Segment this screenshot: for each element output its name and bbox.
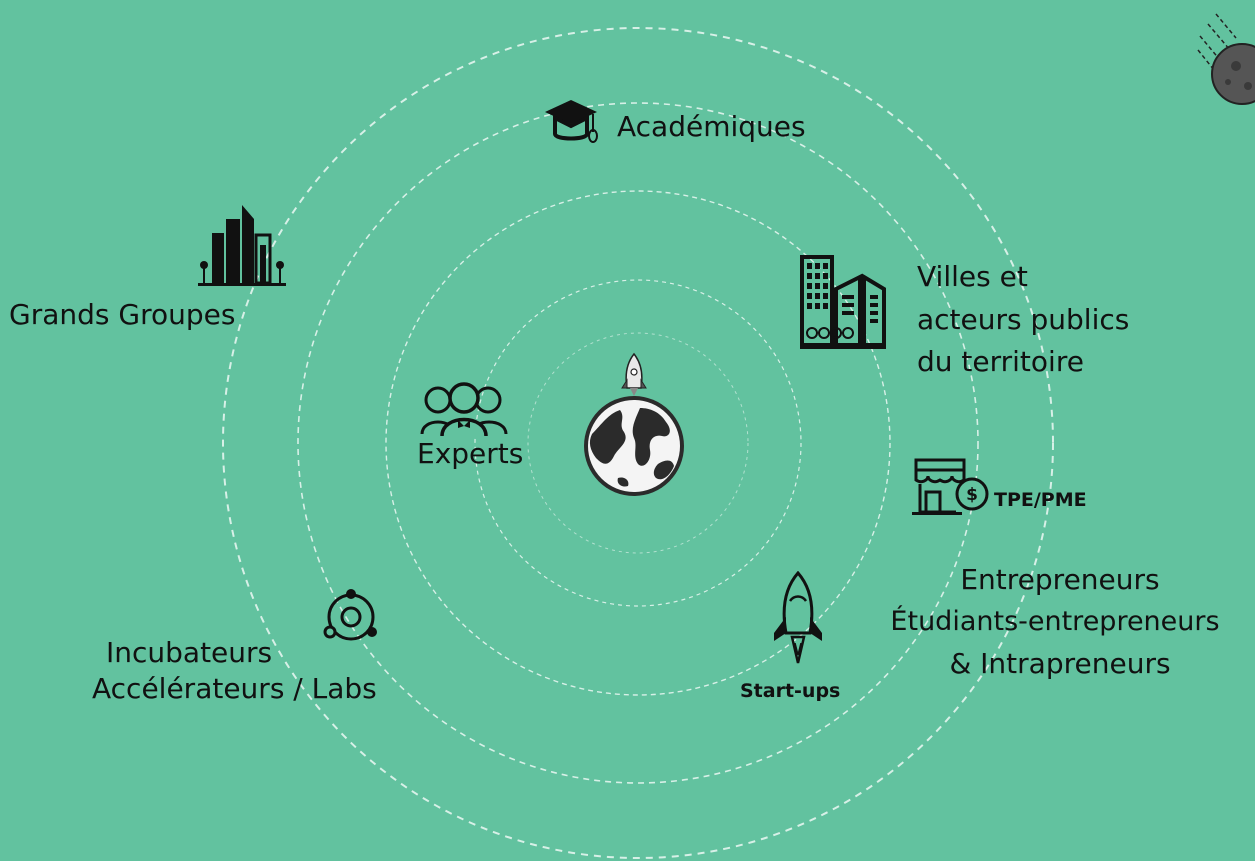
orbit-ring-1 — [527, 332, 749, 554]
skyscrapers-icon — [198, 205, 286, 286]
meteor-icon — [1197, 13, 1255, 105]
svg-text:$: $ — [966, 485, 978, 505]
orbit-ring-5 — [222, 27, 1054, 859]
label-entrepreneurs-line1: Entrepreneurs — [960, 563, 1160, 596]
globe-with-rocket-icon — [584, 352, 684, 496]
orbit-ring-3 — [385, 190, 891, 696]
label-grands-groupes: Grands Groupes — [9, 298, 236, 331]
label-villes-line2: acteurs publics — [917, 303, 1130, 336]
label-experts: Experts — [417, 437, 524, 470]
orbit-nodes-icon — [323, 589, 377, 641]
orbit-ring-4 — [297, 102, 979, 784]
label-incubateurs-line2: Accélérateurs / Labs — [92, 672, 377, 705]
rocket-icon — [774, 571, 822, 664]
graduation-cap-icon — [545, 100, 598, 143]
label-tpe-pme: TPE/PME — [994, 489, 1087, 511]
label-entrepreneurs-line2: Étudiants-entrepreneurs — [890, 606, 1220, 637]
label-villes-line3: du territoire — [917, 345, 1084, 378]
orbit-ring-2 — [474, 279, 802, 607]
label-villes-line1: Villes et — [917, 260, 1028, 293]
people-group-icon — [420, 382, 508, 437]
label-incubateurs-line1: Incubateurs — [106, 636, 273, 669]
shop-dollar-icon: $ — [912, 458, 989, 515]
label-startups: Start-ups — [740, 680, 841, 702]
label-entrepreneurs-line3: & Intrapreneurs — [949, 647, 1171, 680]
city-buildings-icon — [800, 255, 886, 349]
label-academiques: Académiques — [617, 110, 806, 143]
